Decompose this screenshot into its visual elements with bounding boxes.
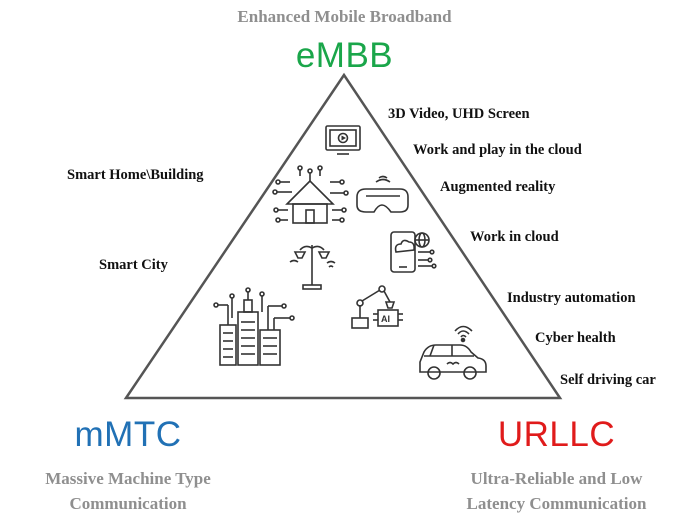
urllc-full-name-line1: Ultra-Reliable and Low — [470, 469, 643, 488]
label-smart-home: Smart Home\Building — [67, 167, 204, 183]
label-smart-city: Smart City — [99, 257, 168, 273]
label-self-driving-car: Self driving car — [560, 372, 656, 388]
tv-screen-icon — [325, 125, 361, 155]
urllc-full-name-line2: Latency Communication — [466, 494, 647, 513]
embb-acronym: eMBB — [295, 36, 394, 75]
svg-text:AI: AI — [381, 314, 390, 324]
vr-headset-icon — [356, 175, 409, 213]
label-industry-automation: Industry automation — [507, 290, 636, 306]
robot-arm-ai-icon: AI — [351, 285, 403, 329]
smart-city-icon — [213, 287, 295, 366]
label-work-play-cloud: Work and play in the cloud — [413, 142, 582, 158]
mmtc-full-name-line2: Communication — [69, 494, 187, 513]
urllc-acronym: URLLC — [497, 415, 616, 454]
label-cyber-health: Cyber health — [535, 330, 616, 346]
label-augmented-reality: Augmented reality — [440, 179, 556, 195]
mmtc-acronym: mMTC — [74, 415, 182, 454]
smart-streetlight-icon — [289, 245, 336, 290]
smart-home-icon — [272, 165, 349, 224]
mmtc-full-name-line1: Massive Machine Type — [45, 469, 211, 488]
embb-full-name: Enhanced Mobile Broadband — [237, 7, 452, 26]
triangle-outline — [123, 72, 563, 400]
cloud-phone-icon — [390, 231, 437, 273]
label-work-in-cloud: Work in cloud — [470, 229, 559, 245]
connected-car-icon — [419, 325, 487, 380]
label-3d-video: 3D Video, UHD Screen — [388, 106, 530, 122]
